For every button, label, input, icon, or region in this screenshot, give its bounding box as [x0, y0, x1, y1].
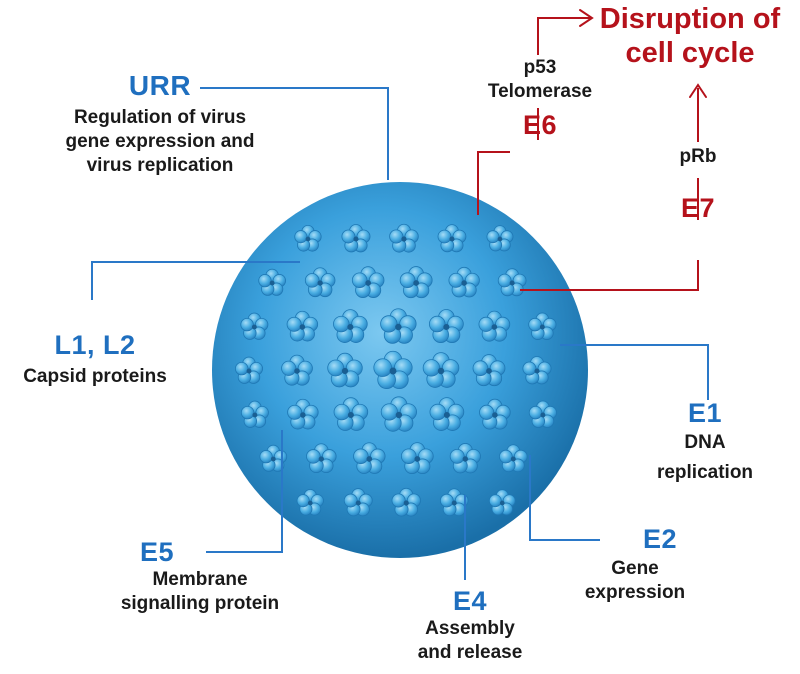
arrow-head-icon	[689, 83, 707, 98]
e7-label: E7	[680, 193, 716, 223]
capsomere	[400, 442, 434, 475]
outcome-block: Disruption of cell cycle	[590, 2, 790, 70]
capsomere	[286, 310, 319, 342]
l1l2-desc-line: Capsid proteins	[23, 366, 167, 387]
e2-desc-line: Gene	[611, 558, 659, 579]
capsomere	[240, 312, 269, 340]
e5-desc-line: Membrane	[152, 569, 248, 590]
hpv-virion-icon	[212, 182, 588, 558]
capsomere	[429, 397, 465, 431]
urr-description: Regulation of virus gene expression and …	[10, 106, 310, 178]
e7-block: pRb E7	[648, 145, 748, 224]
capsomere	[296, 489, 324, 516]
capsomere	[391, 487, 421, 517]
capsomere	[294, 225, 322, 252]
e4-description: Assembly and release	[390, 617, 550, 665]
capsomere	[486, 225, 514, 252]
capsomere	[327, 352, 363, 388]
e1-desc-line: DNA	[684, 432, 726, 453]
e1-description: DNA replication	[630, 431, 780, 485]
prb-label: pRb	[679, 146, 717, 167]
l1l2-label: L1, L2	[54, 330, 136, 360]
e2-description: Gene expression	[565, 557, 705, 605]
capsomere	[306, 443, 337, 474]
e2-leader-line	[529, 455, 600, 541]
capsomere	[422, 352, 460, 388]
e6-block: p53 Telomerase E6	[460, 56, 620, 141]
capsomere	[497, 268, 527, 297]
urr-desc-line: gene expression and	[65, 131, 255, 152]
arrow-head-icon	[579, 9, 594, 27]
e2-block: E2 Gene expression	[565, 524, 705, 605]
capsomere	[479, 398, 511, 430]
e5-desc-line: signalling protein	[120, 593, 280, 614]
urr-desc-line: virus replication	[86, 155, 234, 176]
e7-targets: pRb	[648, 145, 748, 169]
outcome-line: cell cycle	[625, 37, 755, 69]
e2-label: E2	[643, 524, 678, 554]
capsomere	[343, 488, 373, 517]
capsomere	[380, 308, 417, 344]
capsomere	[389, 223, 419, 253]
e6-label: E6	[522, 110, 558, 140]
urr-label: URR	[128, 70, 192, 101]
e1-label: E1	[687, 398, 723, 428]
e5-block: E5 Membrane signalling protein	[100, 537, 300, 616]
capsomere	[437, 224, 467, 253]
capsomere	[499, 444, 528, 473]
capsomere	[287, 398, 319, 430]
capsomere	[373, 350, 413, 390]
capsomere	[240, 400, 269, 428]
e5-label: E5	[140, 537, 175, 567]
l1l2-block: L1, L2 Capsid proteins	[0, 330, 190, 389]
capsomere	[304, 267, 336, 298]
capsomere	[333, 309, 368, 343]
capsomere	[259, 444, 288, 472]
e4-desc-line: Assembly	[425, 618, 515, 639]
e1-desc-line: replication	[656, 462, 754, 483]
e4-desc-line: and release	[417, 642, 523, 663]
e4-label: E4	[452, 586, 488, 616]
e7-leader-line	[520, 260, 699, 291]
e6-leader-line	[477, 151, 510, 215]
capsomere	[478, 310, 511, 342]
p53-label: p53	[523, 57, 557, 78]
outcome-line: Disruption of	[599, 3, 781, 35]
e5-leader-line	[206, 430, 283, 553]
capsomere	[235, 356, 263, 384]
capsomere	[258, 268, 287, 296]
l1l2-description: Capsid proteins	[0, 365, 190, 389]
telomerase-label: Telomerase	[487, 81, 593, 102]
capsomere	[333, 397, 369, 431]
capsomere	[380, 396, 417, 432]
e1-leader-line	[560, 344, 709, 400]
urr-block: URR Regulation of virus gene expression …	[10, 70, 310, 178]
capsomere	[528, 400, 557, 428]
capsomere	[448, 266, 480, 298]
l1l2-leader-line	[91, 261, 300, 300]
capsomere	[281, 354, 313, 386]
capsomere	[522, 356, 552, 385]
e5-description: Membrane signalling protein	[100, 568, 300, 616]
e6-targets: p53 Telomerase	[460, 56, 620, 104]
urr-leader-line	[200, 87, 389, 180]
capsomere	[488, 489, 516, 516]
capsomere	[428, 309, 464, 344]
capsomere	[353, 442, 386, 474]
urr-desc-line: Regulation of virus	[73, 107, 247, 128]
capsomere	[472, 354, 506, 387]
capsomere	[528, 312, 557, 340]
capsomere	[341, 224, 371, 253]
e2-desc-line: expression	[584, 582, 686, 603]
e4-block: E4 Assembly and release	[390, 586, 550, 665]
p53-to-outcome-line	[537, 17, 590, 55]
e1-block: E1 DNA replication	[630, 398, 780, 485]
capsomere	[449, 443, 481, 474]
capsomere	[351, 266, 385, 298]
capsomere	[399, 266, 433, 299]
